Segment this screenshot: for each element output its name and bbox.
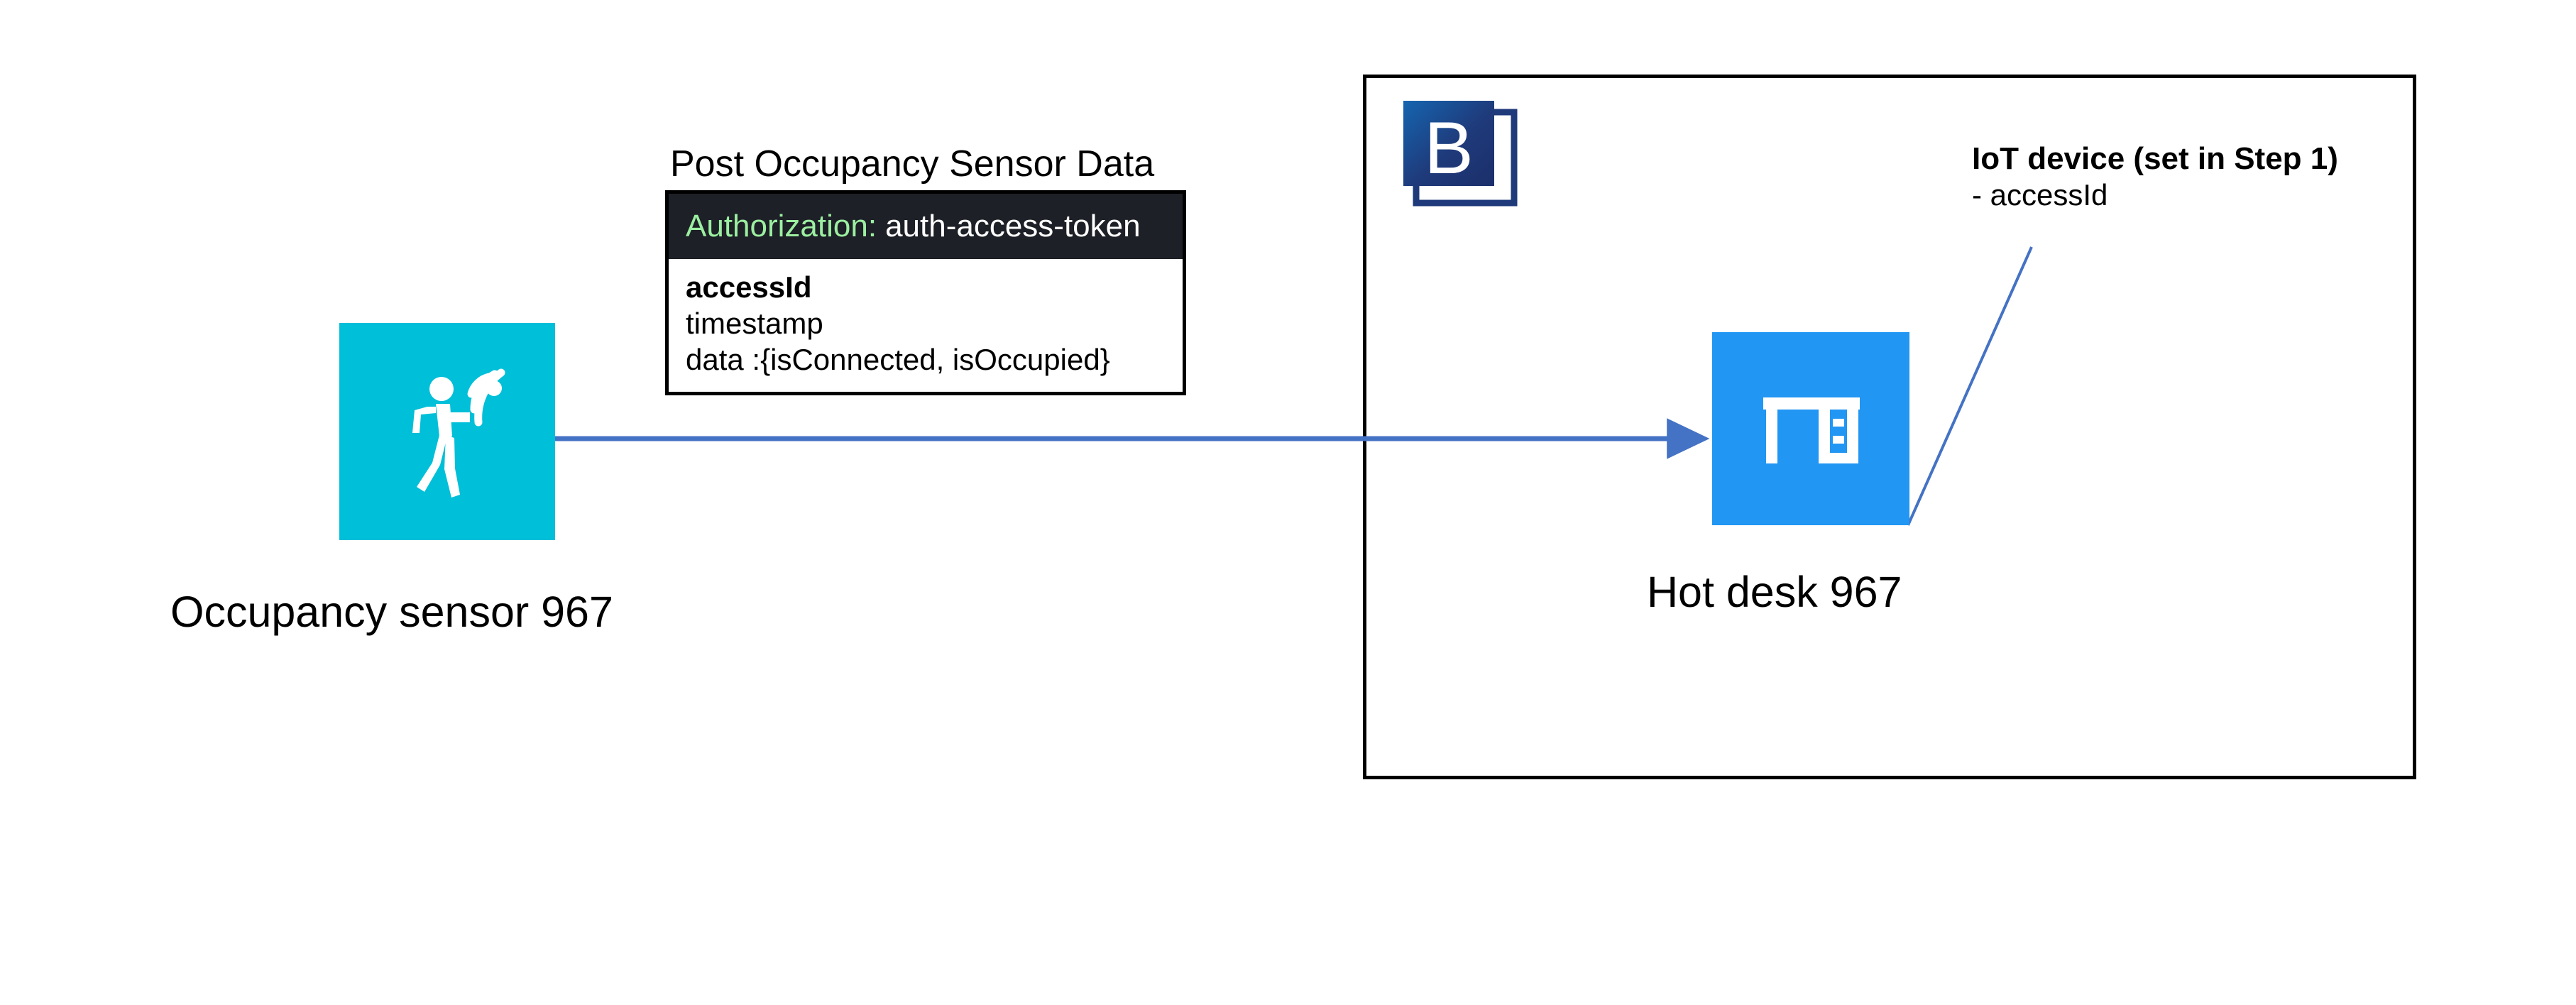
occupancy-sensor-caption: Occupancy sensor 967 [170, 588, 613, 636]
payload-body: accessId timestamp data :{isConnected, i… [669, 259, 1183, 378]
authorization-value: auth-access-token [885, 209, 1141, 243]
occupancy-sensor-tile[interactable] [339, 323, 555, 540]
hot-desk-tile[interactable] [1712, 332, 1909, 525]
iot-device-annotation-subtitle: - accessId [1972, 177, 2108, 212]
svg-text:B: B [1424, 107, 1473, 190]
brand-b-logo: B [1402, 99, 1520, 209]
payload-field-data: data :{isConnected, isOccupied} [686, 343, 1110, 377]
authorization-key: Authorization: [686, 209, 877, 243]
request-payload-card: Authorization: auth-access-token accessI… [665, 190, 1186, 395]
iot-device-annotation: IoT device (set in Step 1) - accessId [1972, 141, 2338, 212]
payload-field-timestamp: timestamp [686, 307, 823, 341]
desk-icon [1763, 397, 1860, 463]
walking-person-motion-sensor-icon [412, 368, 505, 498]
authorization-header-row: Authorization: auth-access-token [669, 194, 1183, 259]
building-zone-rectangle [1363, 75, 2416, 779]
iot-device-annotation-title: IoT device (set in Step 1) [1972, 141, 2338, 176]
payload-field-accessid: accessId [686, 270, 812, 304]
hot-desk-caption: Hot desk 967 [1647, 568, 1902, 616]
request-card-title: Post Occupancy Sensor Data [670, 143, 1155, 185]
